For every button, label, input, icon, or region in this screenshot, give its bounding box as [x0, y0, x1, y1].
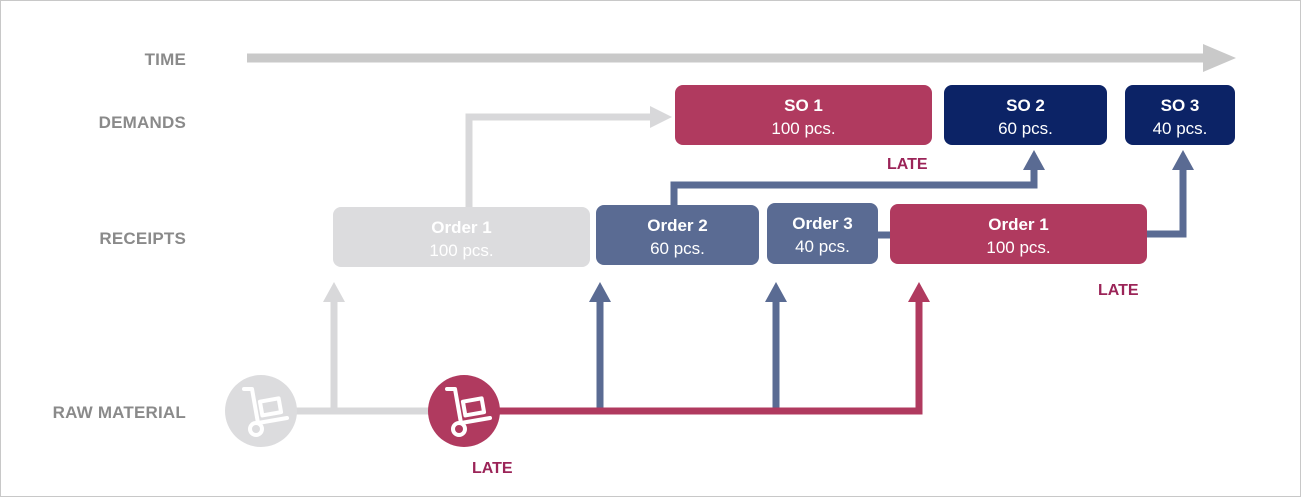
receipt-order1-late: Order 1 100 pcs.	[890, 204, 1147, 264]
hand-truck-icon	[225, 375, 297, 447]
late-label-so1: LATE	[887, 156, 928, 173]
original-arrowhead-order1	[323, 282, 345, 302]
receipt-to-demand-connectors	[596, 170, 1187, 411]
original-arrowhead-so1	[650, 106, 672, 128]
demand-title: SO 3	[1160, 96, 1200, 115]
arrowhead-order1-late	[908, 282, 930, 302]
demand-qty: 60 pcs.	[998, 119, 1053, 138]
receipt-order2: Order 2 60 pcs.	[596, 205, 759, 265]
late-label-order1: LATE	[1098, 282, 1139, 299]
original-plan-connectors	[296, 113, 655, 415]
time-arrow	[247, 44, 1236, 72]
arrowhead-so3	[1172, 150, 1194, 170]
receipt-qty: 40 pcs.	[795, 237, 850, 256]
receipt-order3: Order 3 40 pcs.	[767, 203, 878, 264]
demand-title: SO 2	[1006, 96, 1045, 115]
arrowhead-order3	[765, 282, 787, 302]
late-raw-material-line	[495, 300, 923, 415]
receipt-title: Order 3	[792, 214, 853, 233]
receipt-qty: 60 pcs.	[650, 239, 705, 258]
receipt-title: Order 1	[431, 218, 492, 237]
receipt-title: Order 1	[988, 215, 1049, 234]
receipt-title: Order 2	[647, 216, 708, 235]
row-label-demands: DEMANDS	[98, 113, 186, 132]
demand-qty: 40 pcs.	[1152, 119, 1208, 138]
receipt-qty: 100 pcs.	[986, 238, 1051, 257]
demand-so2: SO 2 60 pcs.	[944, 85, 1107, 145]
row-label-receipts: RECEIPTS	[99, 229, 186, 248]
demand-title: SO 1	[784, 96, 823, 115]
arrowhead-order2	[589, 282, 611, 302]
receipt-qty: 100 pcs.	[429, 241, 494, 260]
demand-so3: SO 3 40 pcs.	[1125, 85, 1235, 145]
receipt-order1-original: Order 1 100 pcs.	[333, 207, 590, 267]
row-label-time: TIME	[144, 50, 186, 69]
row-label-raw-material: RAW MATERIAL	[52, 403, 186, 422]
arrowhead-so2	[1023, 150, 1045, 170]
hand-truck-icon	[428, 375, 500, 447]
late-label-raw-material: LATE	[472, 460, 513, 477]
demand-so1: SO 1 100 pcs.	[675, 85, 932, 145]
demand-qty: 100 pcs.	[771, 119, 836, 138]
